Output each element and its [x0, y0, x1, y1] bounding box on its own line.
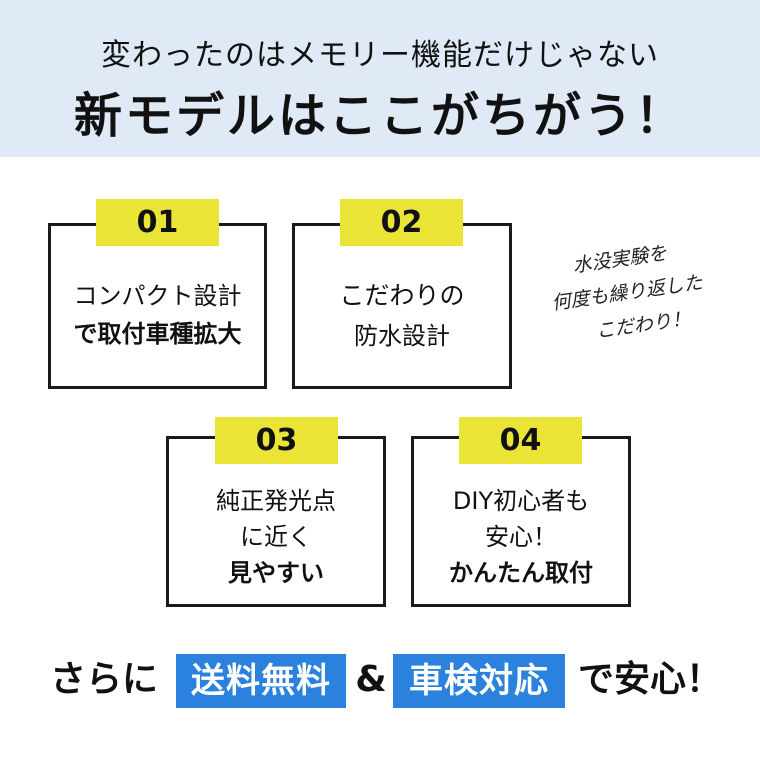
handwritten-note: 水没実験を 何度も繰り返した こだわり！: [545, 230, 739, 364]
note-line-1: 水没実験を: [571, 242, 669, 278]
footer-suffix: で安心！: [578, 659, 723, 700]
feature-card-01-line-2: で取付車種拡大: [73, 320, 242, 348]
feature-card-02-line-1: こだわりの: [339, 281, 465, 310]
feature-card-04-line-2: 安心！: [485, 523, 557, 551]
feature-card-04-line-1: DIY初心者も: [452, 487, 590, 515]
feature-card-03-line-3: 見やすい: [228, 559, 324, 587]
footer-prefix: さらに: [50, 659, 159, 700]
feature-card-02: こだわりの 防水設計: [292, 223, 512, 389]
feature-badge-01: 01: [96, 199, 219, 246]
footer-ampersand: &: [355, 659, 387, 700]
header-title: 新モデルはここがちがう！: [73, 88, 686, 144]
feature-card-02-line-2: 防水設計: [354, 322, 450, 350]
header-subtitle: 変わったのはメモリー機能だけじゃない: [101, 38, 659, 73]
feature-badge-02: 02: [340, 199, 463, 246]
footer-banner: さらに 送料無料 & 車検対応 で安心！: [0, 652, 760, 712]
feature-badge-04: 04: [459, 417, 582, 464]
free-shipping-highlight: 送料無料: [176, 654, 346, 708]
feature-card-01: コンパクト設計 で取付車種拡大: [48, 223, 267, 389]
inspection-compliant-highlight: 車検対応: [393, 654, 565, 708]
feature-card-03-line-1: 純正発光点: [216, 487, 336, 515]
feature-card-01-line-1: コンパクト設計: [73, 282, 242, 310]
feature-card-03: 純正発光点 に近く 見やすい: [166, 436, 386, 607]
header-banner: 変わったのはメモリー機能だけじゃない 新モデルはここがちがう！: [0, 0, 760, 157]
feature-card-04-line-3: かんたん取付: [449, 559, 593, 587]
note-line-3: こだわり！: [594, 307, 692, 343]
feature-badge-03: 03: [215, 417, 338, 464]
feature-card-03-line-2: に近く: [240, 523, 312, 551]
